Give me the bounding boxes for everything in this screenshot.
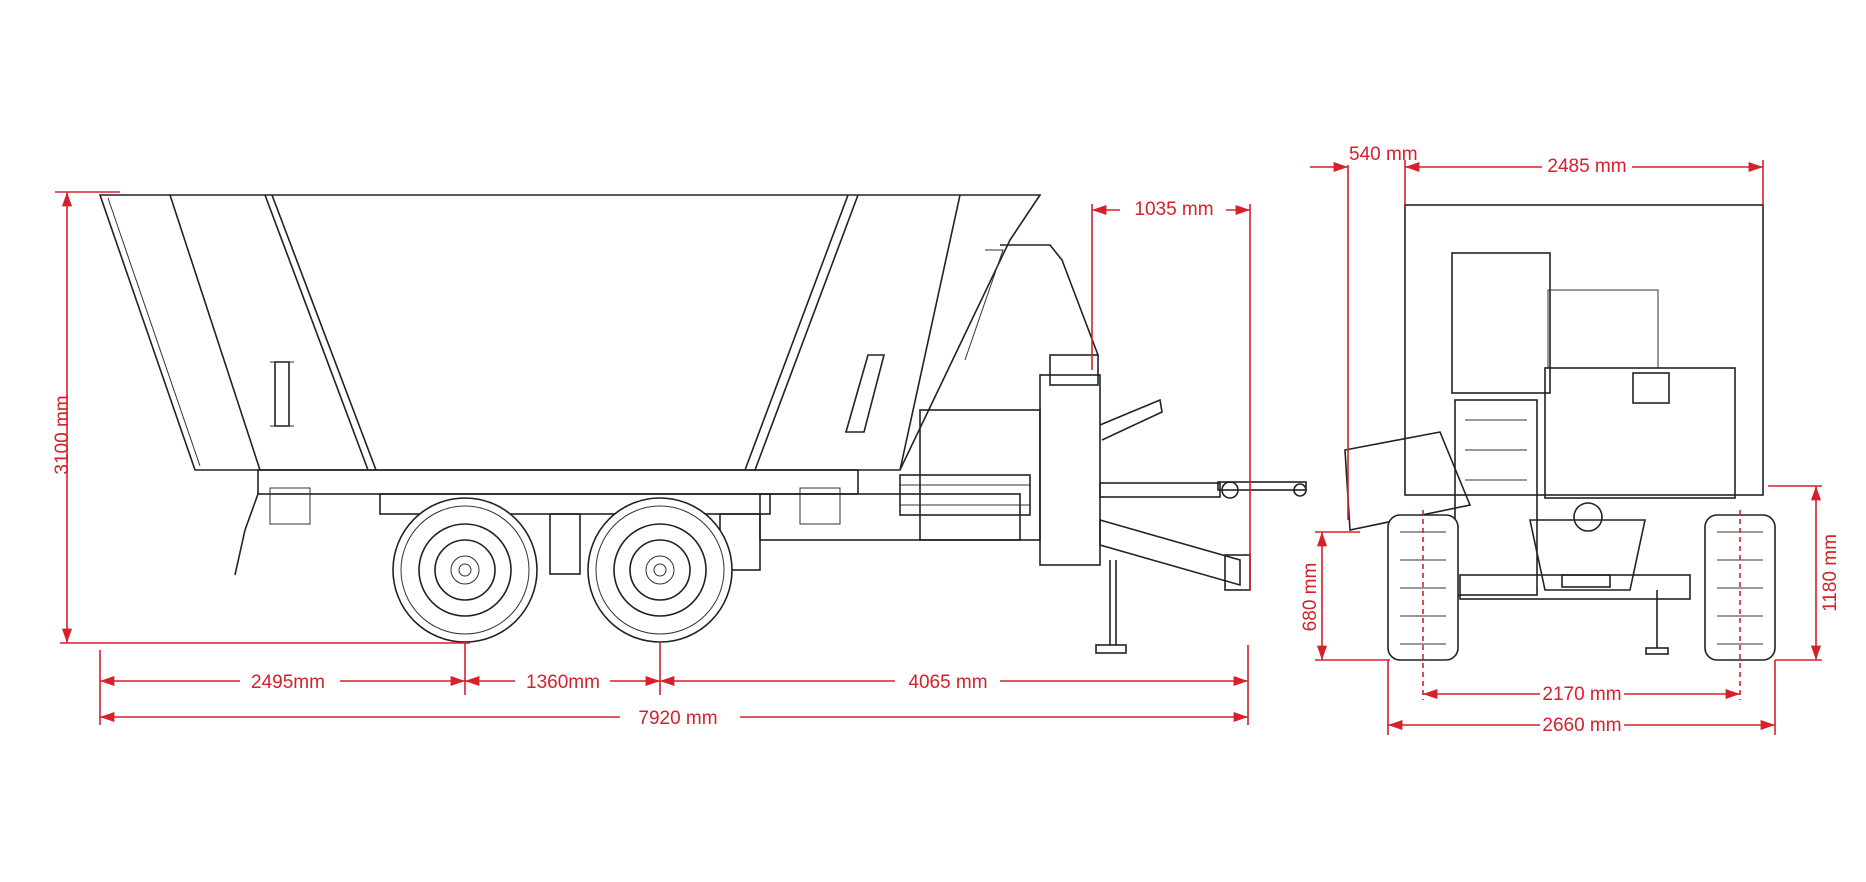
track-width-label: 2170 mm <box>1542 684 1621 705</box>
axle-spacing-label: 1360mm <box>526 672 600 693</box>
drawbar-overhang-label: 1035 mm <box>1134 199 1213 220</box>
overall-length-label: 7920 mm <box>638 708 717 729</box>
wheel-height-label: 1180 mm <box>1820 534 1841 612</box>
dim-overall-width: 2660 mm <box>1387 660 1776 736</box>
side-view: 3100 mm 1035 mm 2495mm 1360mm 4065 mm <box>52 191 1307 729</box>
mixer-body <box>98 194 1099 471</box>
side-offset-label: 540 mm <box>1349 144 1418 165</box>
wheel-rear <box>392 497 538 643</box>
dim-ground-clearance: 680 mm <box>1300 531 1390 661</box>
dim-body-width: 2485 mm <box>1404 154 1764 205</box>
ground-clearance-label: 680 mm <box>1300 563 1321 632</box>
wheel-front <box>587 497 733 643</box>
rear-body <box>1344 204 1764 655</box>
dim-length-chain: 2495mm 1360mm 4065 mm 7920 mm <box>99 643 1249 729</box>
rear-to-axle-label: 2495mm <box>251 672 325 693</box>
axle-to-hitch-label: 4065 mm <box>908 672 987 693</box>
overall-width-label: 2660 mm <box>1542 715 1621 736</box>
dim-side-offset: 540 mm <box>1310 144 1418 520</box>
chassis <box>234 469 1021 576</box>
rear-tyre-left <box>1387 514 1459 661</box>
dim-height: 3100 mm <box>52 191 120 643</box>
height-label: 3100 mm <box>52 395 73 474</box>
dim-wheel-height: 1180 mm <box>1768 485 1841 661</box>
body-width-label: 2485 mm <box>1547 156 1626 177</box>
rear-view: 540 mm 2485 mm 680 mm 1180 mm <box>1300 144 1841 736</box>
dim-drawbar-overhang: 1035 mm <box>1091 194 1251 590</box>
front-machinery <box>899 354 1307 654</box>
dim-track-width: 2170 mm <box>1423 682 1740 705</box>
